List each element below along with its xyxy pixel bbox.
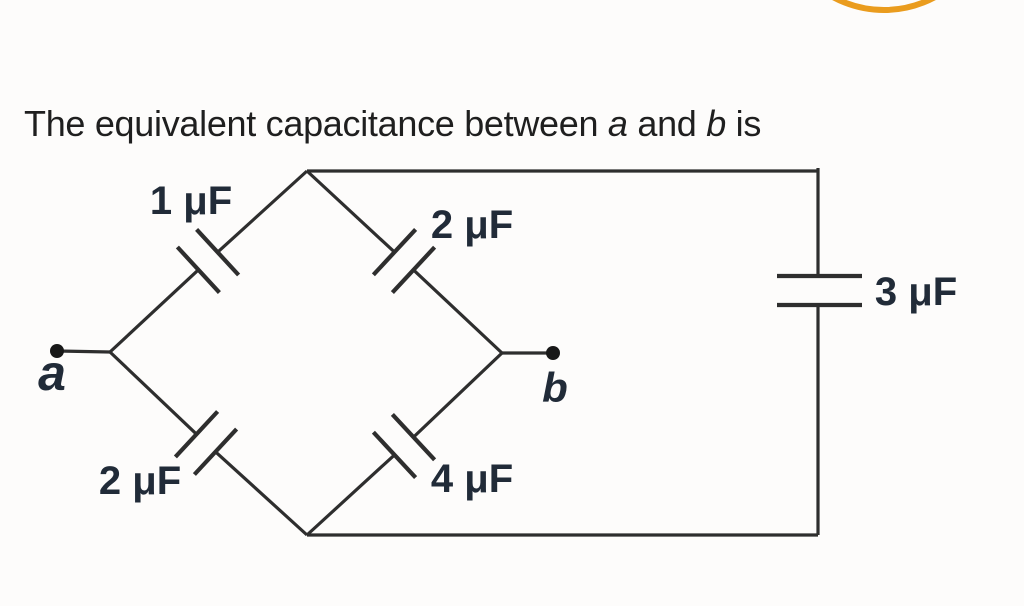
- question-conjunction: and: [627, 103, 707, 144]
- capacitor-2uf-top-label: 2 μF: [431, 203, 513, 247]
- terminal-a-label: a: [38, 345, 66, 401]
- question-terminal-b: b: [706, 103, 726, 144]
- capacitor-2uf-bottom-label: 2 μF: [99, 459, 181, 503]
- terminal-a: [50, 344, 111, 358]
- terminal-b-label: b: [542, 364, 568, 411]
- question-terminal-a: a: [607, 103, 628, 144]
- terminal-a-dot: [50, 344, 64, 358]
- capacitor-3uf-branch: [307, 168, 862, 537]
- capacitor-4uf-label: 4 μF: [431, 457, 513, 501]
- terminal-b-dot: [546, 346, 560, 360]
- capacitor-plate: [195, 227, 241, 277]
- capacitor-plate: [173, 410, 220, 459]
- terminal-b: [502, 346, 560, 360]
- capacitor-plate: [371, 227, 418, 277]
- capacitor-4uf-branch: [305, 351, 504, 537]
- capacitor-2uf-bottom-branch: [108, 350, 309, 537]
- capacitor-1uf-label: 1 μF: [150, 179, 232, 223]
- capacitor-1uf-branch: [108, 169, 309, 354]
- capacitor-plate: [371, 430, 418, 480]
- capacitor-2uf-top-branch: [305, 169, 504, 355]
- question-prefix: The equivalent capacitance between: [24, 103, 608, 144]
- capacitor-plate: [192, 427, 239, 476]
- capacitor-plate: [390, 245, 437, 295]
- capacitor-3uf-label: 3 μF: [875, 270, 957, 314]
- question-suffix: is: [725, 103, 762, 144]
- question-text: The equivalent capacitance between a and…: [24, 102, 761, 146]
- capacitor-plate: [175, 245, 221, 295]
- capacitor-plate: [390, 412, 437, 462]
